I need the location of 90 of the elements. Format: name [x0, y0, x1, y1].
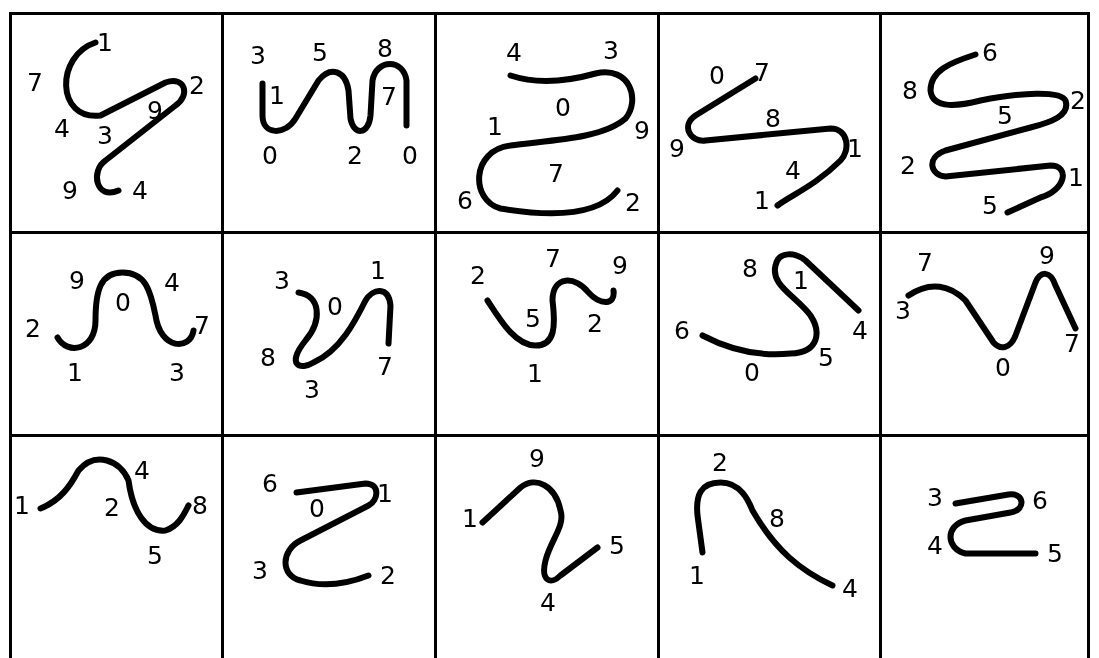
digit-label: 8: [260, 344, 276, 370]
digit-label: 1: [377, 480, 393, 506]
digit-label: 1: [14, 492, 30, 518]
digit-label: 4: [540, 589, 556, 615]
digit-label: 7: [27, 69, 43, 95]
digit-label: 2: [347, 142, 363, 168]
digit-label: 1: [527, 360, 543, 386]
digit-label: 0: [262, 142, 278, 168]
digit-label: 8: [192, 492, 208, 518]
digit-label: 4: [842, 575, 858, 601]
digit-label: 8: [902, 77, 918, 103]
grid-cell: [8, 11, 224, 234]
digit-label: 9: [69, 267, 85, 293]
digit-label: 4: [785, 157, 801, 183]
digit-label: 0: [309, 495, 325, 521]
digit-label: 4: [852, 317, 868, 343]
digit-label: 5: [312, 39, 328, 65]
digit-label: 1: [487, 113, 503, 139]
digit-label: 1: [370, 257, 386, 283]
digit-label: 8: [742, 255, 758, 281]
digit-label: 0: [555, 94, 571, 120]
digit-label: 2: [189, 72, 205, 98]
digit-label: 5: [1047, 540, 1063, 566]
digit-label: 9: [529, 445, 545, 471]
digit-label: 2: [712, 449, 728, 475]
digit-label: 3: [97, 122, 113, 148]
digit-label: 4: [132, 177, 148, 203]
digit-label: 1: [462, 505, 478, 531]
digit-label: 7: [917, 249, 933, 275]
digit-label: 7: [545, 245, 561, 271]
digit-label: 2: [104, 494, 120, 520]
digit-label: 9: [612, 252, 628, 278]
digit-label: 7: [377, 353, 393, 379]
digit-label: 3: [304, 376, 320, 402]
digit-label: 6: [674, 317, 690, 343]
digit-label: 4: [134, 457, 150, 483]
digit-label: 8: [769, 505, 785, 531]
digit-label: 2: [25, 315, 41, 341]
digit-label: 3: [169, 359, 185, 385]
digit-label: 3: [250, 42, 266, 68]
digit-label: 1: [67, 359, 83, 385]
digit-label: 7: [194, 312, 210, 338]
digit-label: 7: [1064, 330, 1080, 356]
digit-label: 4: [927, 532, 943, 558]
digit-label: 1: [97, 29, 113, 55]
digit-label: 2: [470, 262, 486, 288]
digit-label: 8: [377, 35, 393, 61]
digit-label: 6: [1032, 487, 1048, 513]
digit-label: 1: [793, 267, 809, 293]
digit-label: 2: [625, 189, 641, 215]
digit-label: 0: [995, 354, 1011, 380]
digit-label: 4: [164, 269, 180, 295]
digit-label: 5: [818, 344, 834, 370]
digit-label: 8: [765, 105, 781, 131]
digit-label: 0: [115, 289, 131, 315]
digit-label: 3: [927, 484, 943, 510]
digit-label: 4: [54, 115, 70, 141]
digit-label: 2: [380, 562, 396, 588]
digit-label: 5: [982, 192, 998, 218]
digit-label: 6: [457, 187, 473, 213]
digit-label: 2: [587, 310, 603, 336]
digit-label: 1: [847, 135, 863, 161]
digit-label: 1: [269, 82, 285, 108]
digit-label: 2: [1070, 87, 1086, 113]
digit-label: 3: [603, 37, 619, 63]
digit-label: 0: [744, 359, 760, 385]
digit-label: 1: [1068, 164, 1084, 190]
digit-label: 7: [548, 160, 564, 186]
digit-label: 0: [709, 62, 725, 88]
digit-label: 6: [982, 39, 998, 65]
digit-label: 5: [609, 532, 625, 558]
digit-label: 9: [669, 135, 685, 161]
digit-label: 3: [252, 557, 268, 583]
digit-label: 7: [754, 59, 770, 85]
digit-label: 3: [895, 297, 911, 323]
digit-label: 6: [262, 470, 278, 496]
digit-label: 9: [1039, 242, 1055, 268]
digit-label: 0: [402, 142, 418, 168]
digit-label: 4: [506, 39, 522, 65]
digit-label: 5: [525, 305, 541, 331]
digit-label: 1: [689, 562, 705, 588]
digit-label: 5: [147, 542, 163, 568]
digit-label: 1: [754, 187, 770, 213]
digit-label: 9: [62, 177, 78, 203]
digit-label: 7: [381, 83, 397, 109]
digit-label: 3: [274, 267, 290, 293]
digit-label: 2: [900, 152, 916, 178]
digit-label: 5: [997, 102, 1013, 128]
digit-label: 9: [634, 117, 650, 143]
digit-label: 0: [327, 293, 343, 319]
